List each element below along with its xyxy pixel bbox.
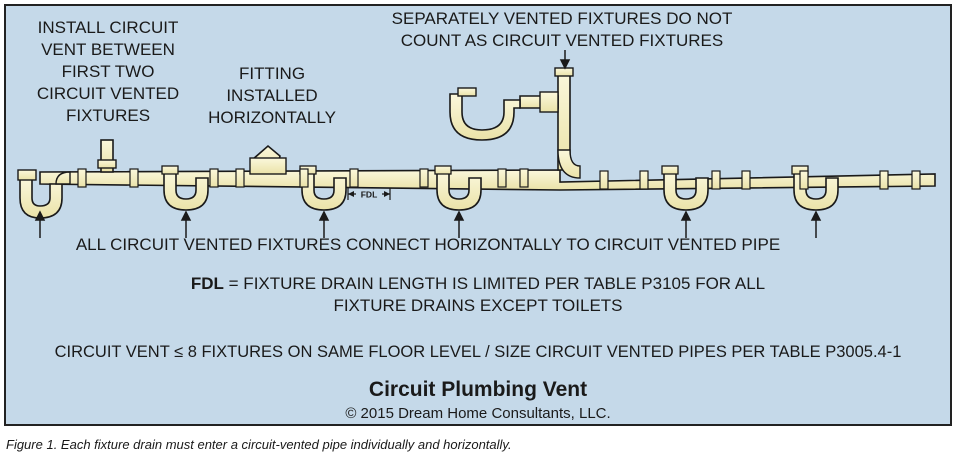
install-vent-note: INSTALL CIRCUIT VENT BETWEEN FIRST TWO C… [37,18,179,125]
fdl-marker-label: FDL [361,190,378,200]
fixture-trap-2 [163,171,209,211]
leader-arrows [34,50,822,238]
trap-coupling-5 [661,165,679,175]
fixture-trap-4 [436,171,482,211]
separately-vented-line-1: SEPARATELY VENTED FIXTURES DO NOT [392,9,733,28]
separately-vented-trap [449,93,521,141]
fitting-line-1: FITTING [239,64,305,83]
fitting-line-3: HORIZONTALLY [208,108,336,127]
fixture-trap-5 [663,171,709,211]
pipe-coupling [497,168,507,188]
pipe-coupling [741,170,751,190]
copyright-text: © 2015 Dream Home Consultants, LLC. [345,405,610,422]
pipe-coupling [711,170,721,190]
pipe-coupling [77,168,87,188]
trap-coupling-4 [434,165,452,175]
pipe-coupling [519,168,529,188]
install-vent-line-2: VENT BETWEEN [41,40,175,59]
pipe-coupling [879,170,889,190]
pipe-coupling [235,168,245,188]
fdl-definition-line-2: FIXTURE DRAINS EXCEPT TOILETS [333,296,622,315]
fitting-note: FITTING INSTALLED HORIZONTALLY [208,64,336,127]
trap-coupling-2 [161,165,179,175]
all-fixtures-note: ALL CIRCUIT VENTED FIXTURES CONNECT HORI… [76,235,780,254]
trap-1 [19,177,63,219]
install-vent-line-5: FIXTURES [66,106,150,125]
fdl-definition-line-1: FDL = FIXTURE DRAIN LENGTH IS LIMITED PE… [191,274,765,293]
fdl-definition-rest: = FIXTURE DRAIN LENGTH IS LIMITED PER TA… [224,274,765,293]
pipe-coupling [299,168,309,188]
figure-caption: Figure 1. Each fixture drain must enter … [6,437,512,452]
pipe-coupling [349,168,359,188]
pipe-coupling [209,168,219,188]
pipe-coupling [129,168,139,188]
install-vent-line-4: CIRCUIT VENTED [37,84,179,103]
fixture-trap-3 [301,171,347,211]
fixture-traps [77,165,921,211]
pipe-coupling [799,170,809,190]
circuit-rule-note: CIRCUIT VENT ≤ 8 FIXTURES ON SAME FLOOR … [55,343,902,361]
pipe-coupling [639,170,649,190]
pipe-network [17,67,936,219]
fdl-dimension: FDL [347,188,391,200]
separately-vented-note: SEPARATELY VENTED FIXTURES DO NOT COUNT … [392,9,733,50]
fdl-definition-key: FDL [191,274,224,293]
diagram-panel [4,4,952,426]
fitting-line-2: INSTALLED [226,86,317,105]
install-vent-line-1: INSTALL CIRCUIT [38,18,179,37]
diagram-title: Circuit Plumbing Vent [369,378,587,401]
circuit-vented-pipe [39,169,936,191]
separately-vented-line-2: COUNT AS CIRCUIT VENTED FIXTURES [401,31,723,50]
pipe-coupling [911,170,921,190]
install-vent-line-3: FIRST TWO [62,62,155,81]
pipe-coupling [419,168,429,188]
pipe-coupling [599,170,609,190]
